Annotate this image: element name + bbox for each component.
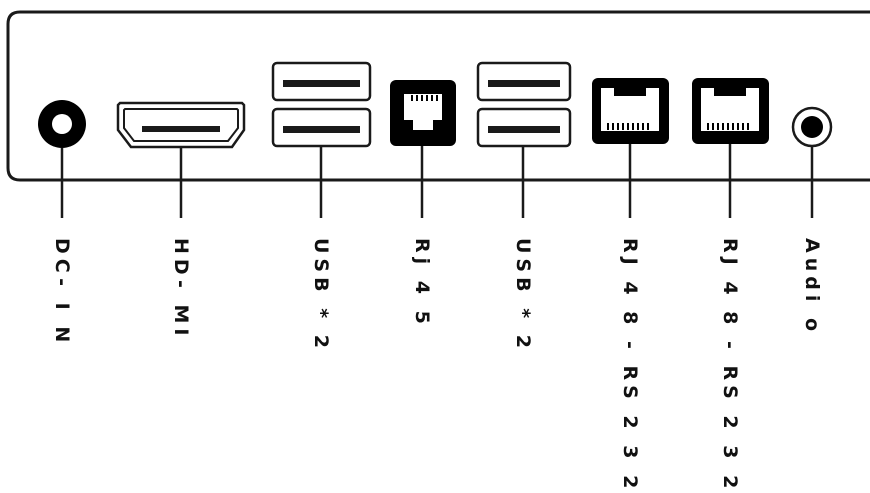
io-panel-diagram bbox=[6, 10, 870, 218]
usb-double-port-icon bbox=[476, 61, 572, 148]
usb-double-port-icon bbox=[271, 61, 372, 148]
device-body-outline bbox=[6, 10, 870, 182]
rj48-serial-port-icon bbox=[592, 78, 669, 144]
port-label-rj45: Rj 4 5 bbox=[411, 238, 433, 329]
rj48-serial-port-icon bbox=[692, 78, 769, 144]
port-label-dc-in: DC- I N bbox=[51, 238, 73, 348]
rj45-ethernet-port-icon bbox=[390, 80, 456, 146]
port-label-usb-1: USB * 2 bbox=[310, 238, 332, 353]
port-label-audio: Audi o bbox=[801, 238, 823, 337]
port-label-rs232-1: RJ 4 8 - RS 2 3 2 bbox=[619, 238, 641, 493]
dc-power-jack-icon bbox=[38, 100, 86, 148]
port-label-rs232-2: RJ 4 8 - RS 2 3 2 bbox=[719, 238, 741, 493]
hdmi-port-icon bbox=[116, 101, 246, 149]
port-label-usb-2: USB * 2 bbox=[512, 238, 534, 353]
leader-lines bbox=[60, 144, 814, 218]
audio-jack-icon bbox=[791, 106, 833, 148]
port-label-hdmi: HD- MI bbox=[170, 238, 192, 341]
